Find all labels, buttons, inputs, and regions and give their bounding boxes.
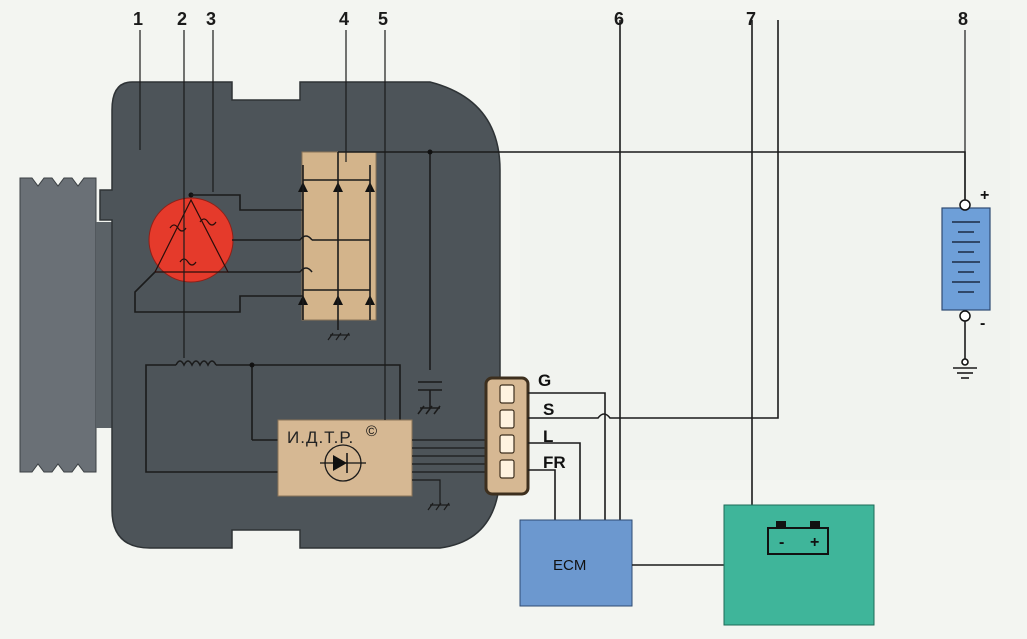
battery (941, 207, 991, 311)
rectifier-bus (302, 152, 371, 330)
battery-minus-terminal (959, 310, 971, 322)
callout-7: 7 (746, 9, 756, 29)
rectifier-bridge (301, 151, 377, 321)
field-coil-wires (145, 364, 401, 473)
callout-leaders (139, 30, 966, 420)
field-coil-icon (175, 360, 217, 367)
dash-battery-minus: - (779, 534, 784, 551)
charge-warning-battery-icon (767, 521, 829, 555)
ecm-label: ECM (553, 557, 586, 574)
regulator-label: И.Д.Т.Р. (287, 428, 354, 447)
battery-plus-sign: + (980, 187, 989, 204)
pulley-shaft (96, 222, 114, 428)
pulley (19, 177, 97, 473)
capacitor-icon (417, 381, 442, 415)
dashboard-module (723, 504, 875, 626)
battery-ground-icon (953, 321, 977, 379)
callout-1: 1 (133, 9, 143, 29)
battery-plus-terminal (959, 199, 971, 211)
callout-4: 4 (339, 9, 349, 29)
b-plus-node (427, 149, 433, 155)
pin-label-s: S (543, 400, 554, 419)
stator-wires (134, 194, 370, 313)
stator-winding (148, 197, 234, 283)
callout-3: 3 (206, 9, 216, 29)
regulator-ground-icon (427, 502, 450, 511)
regulator-mark: © (366, 423, 377, 440)
regulator-wires (412, 439, 486, 505)
background-texture (520, 20, 1010, 480)
connector-pins (499, 384, 515, 479)
pin-label-g: G (538, 371, 551, 390)
zener-diode-icon (320, 444, 366, 482)
callout-8: 8 (958, 9, 968, 29)
pin-label-fr: FR (543, 453, 566, 472)
dash-battery-plus: + (810, 534, 819, 551)
ecm-box (519, 519, 633, 607)
connector-wires (528, 20, 779, 520)
field-node (249, 362, 255, 368)
battery-cells-icon (952, 221, 980, 293)
pin-label-l: L (543, 427, 553, 446)
rectifier-ground-icon (327, 332, 350, 341)
voltage-regulator (277, 419, 413, 497)
battery-minus-sign: - (980, 315, 985, 332)
callout-2: 2 (177, 9, 187, 29)
callout-6: 6 (614, 9, 624, 29)
callout-5: 5 (378, 9, 388, 29)
